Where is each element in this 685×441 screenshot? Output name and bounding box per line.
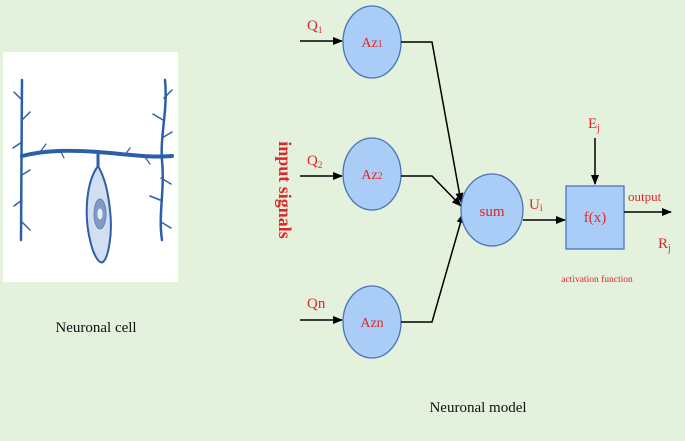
input-signals-label: input signals: [275, 141, 295, 239]
weight-node-2: [342, 137, 402, 211]
cell-caption: Neuronal cell: [55, 320, 136, 336]
activation-caption: activation function: [561, 274, 633, 285]
connector-2: [401, 175, 462, 207]
sum-label: sum: [479, 204, 504, 220]
weight-node-2-label: Az2: [361, 168, 382, 183]
model-caption: Neuronal model: [429, 400, 526, 416]
activation-label: f(x): [584, 210, 607, 226]
output-label: output: [628, 189, 662, 204]
cell-panel: [3, 52, 178, 282]
connector-n: [401, 213, 465, 323]
input-label-2: Q2: [307, 153, 322, 170]
weight-node-n-label: Azn: [360, 316, 383, 331]
neuron-soma: [85, 152, 112, 264]
ej-label: Ej: [588, 116, 600, 134]
weight-node-1-label: Az1: [361, 36, 382, 51]
sum-node: [460, 173, 524, 247]
activation-box: [565, 185, 625, 250]
ui-label: Ui: [529, 197, 543, 214]
connector-1: [401, 41, 464, 203]
rj-label: Rj: [658, 236, 671, 254]
input-label-n: Qn: [307, 296, 326, 312]
input-label-1: Q1: [307, 18, 322, 35]
